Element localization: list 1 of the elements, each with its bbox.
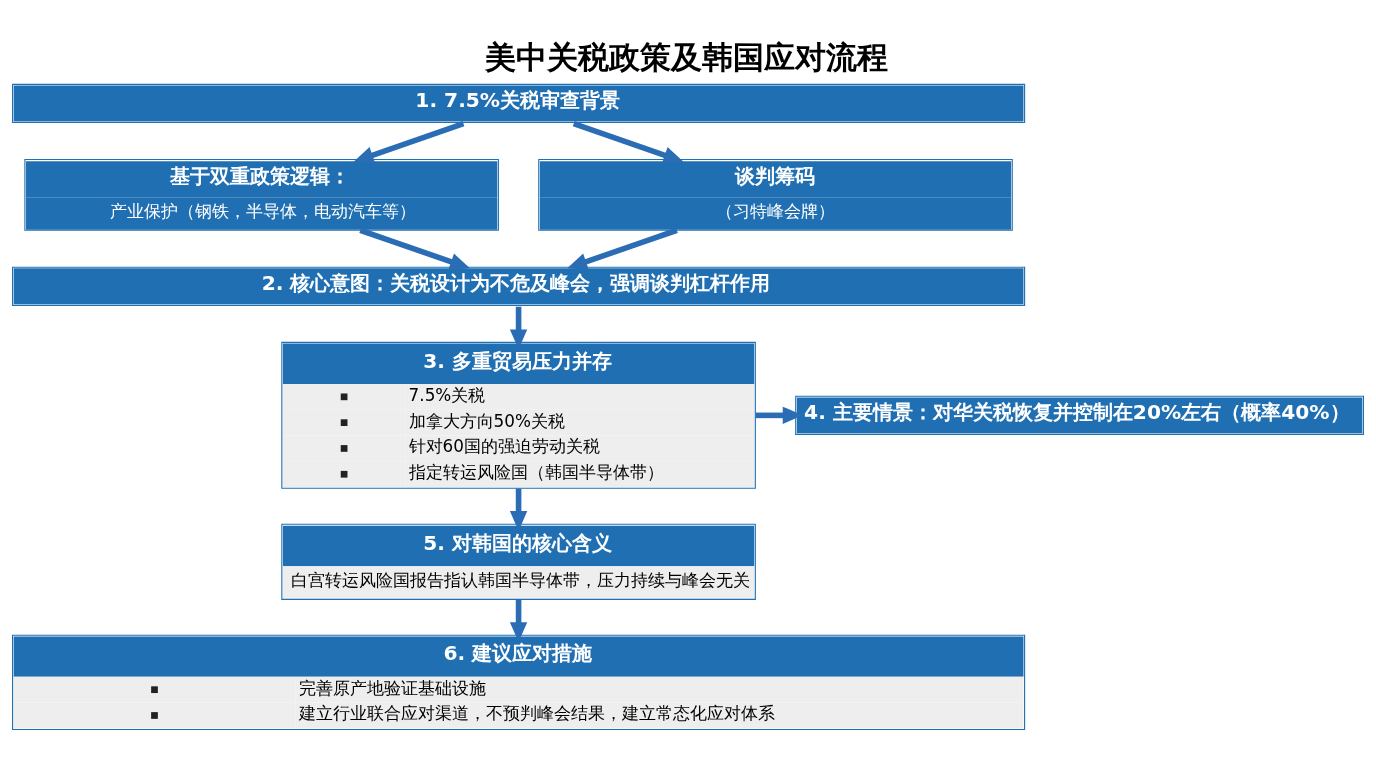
diagram-title: 美中关税政策及韩国应对流程: [485, 38, 889, 75]
